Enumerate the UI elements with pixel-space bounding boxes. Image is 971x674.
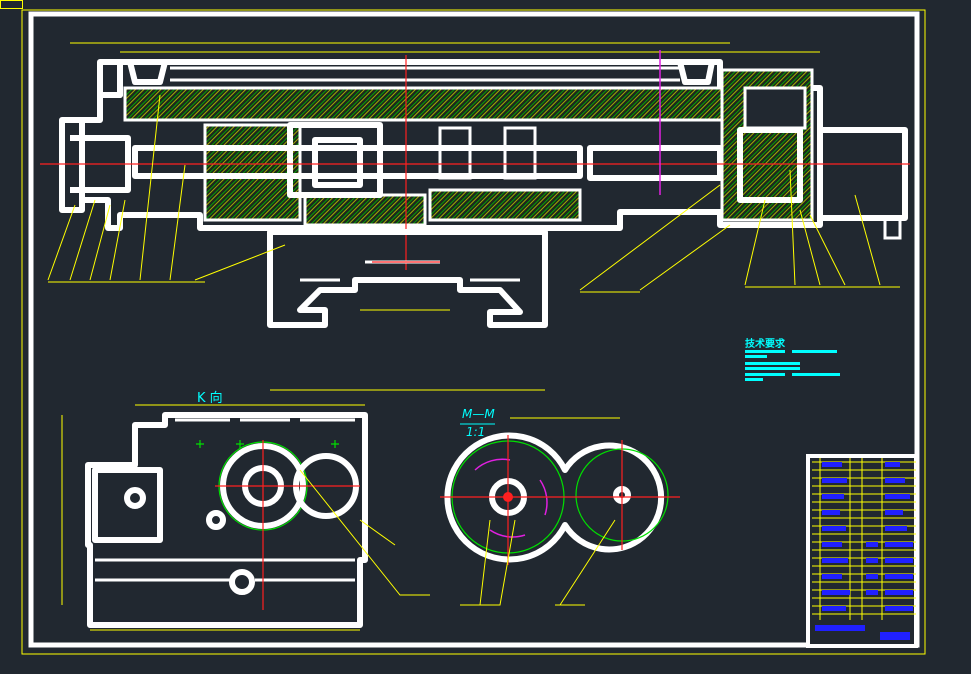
k-view bbox=[61, 404, 430, 631]
section-scale: 1:1 bbox=[466, 425, 485, 439]
section-label: M—M bbox=[462, 407, 495, 421]
technical-requirements: 技术要求 bbox=[745, 337, 840, 381]
drawing-frame bbox=[0, 0, 926, 655]
k-view-label: K 向 bbox=[197, 390, 223, 406]
tech-requirements-title: 技术要求 bbox=[745, 337, 786, 350]
title-block bbox=[806, 454, 918, 648]
main-assembly-view bbox=[40, 42, 910, 391]
m-m-section-view bbox=[440, 417, 680, 606]
